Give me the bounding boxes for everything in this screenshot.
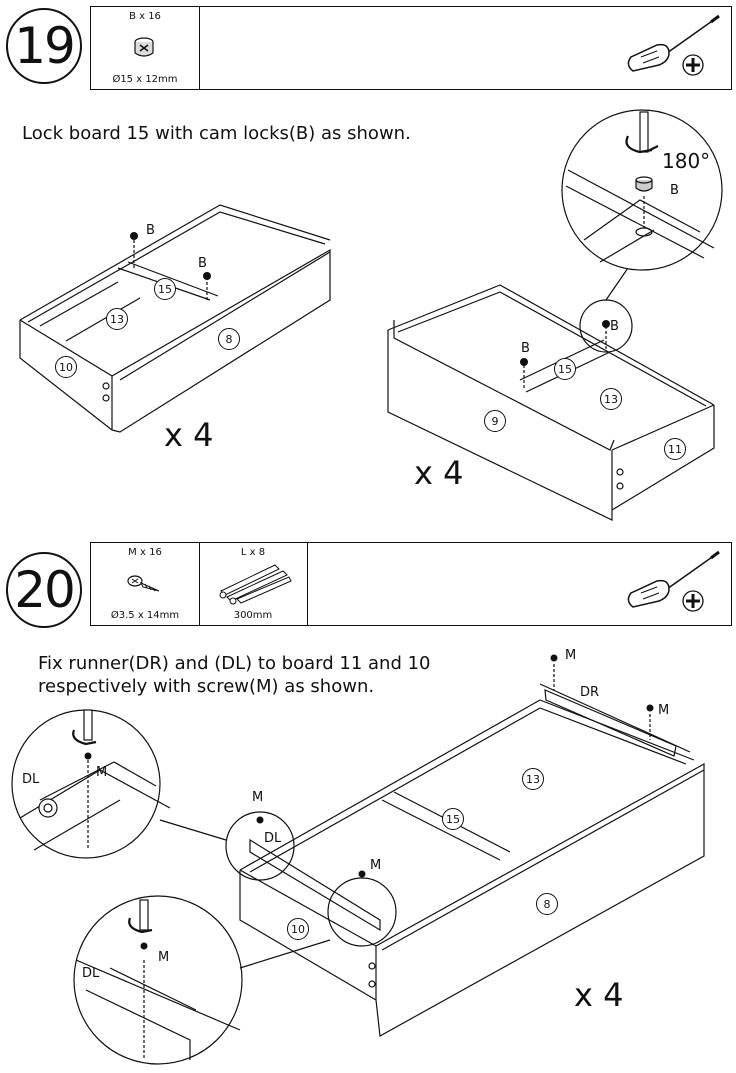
screw-icon [127, 575, 160, 592]
board-10: 10 [287, 918, 309, 940]
label-dr: DR [580, 685, 600, 700]
board-13: 13 [522, 768, 544, 790]
label-b-2: B [198, 256, 207, 271]
label-b-zoom: B [670, 183, 679, 198]
board-11: 11 [664, 438, 686, 460]
step-20-instruction-line-1: Fix runner(DR) and (DL) to board 11 and … [38, 653, 431, 674]
multiplier-left: x 4 [164, 416, 214, 454]
part-cell-runner: L x 8 300mm [199, 543, 308, 625]
step-19-parts-box: B x 16 Ø15 x 12mm [90, 6, 732, 90]
step-19-instruction: Lock board 15 with cam locks(B) as shown… [22, 123, 411, 144]
step-19-drawings [19, 109, 723, 521]
board-9: 9 [484, 410, 506, 432]
zoom-bubble-dl-bottom [73, 895, 331, 1065]
drawer-runner-icon [219, 564, 292, 605]
part-qty-m: M x 16 [128, 547, 162, 558]
multiplier: x 4 [574, 976, 624, 1014]
label-b-3: B [521, 341, 530, 356]
label-m-5: M [370, 858, 382, 873]
step-19-number: 19 [6, 8, 82, 84]
part-cell-screw: M x 16 Ø3.5 x 14mm [91, 543, 200, 625]
part-qty: B x 16 [129, 11, 161, 22]
left-drawer-drawing [19, 204, 331, 433]
label-dl-3: DL [82, 966, 100, 981]
part-size-m: Ø3.5 x 14mm [110, 610, 180, 621]
board-8: 8 [218, 328, 240, 350]
label-b-4: B [610, 319, 619, 334]
cam-lock-icon [134, 37, 154, 57]
drawer-with-runners-drawing [225, 664, 705, 1037]
label-m-4: M [252, 790, 264, 805]
zoom-bubble-cam [561, 109, 723, 271]
part-size: Ø15 x 12mm [112, 74, 178, 85]
label-dl-1: DL [22, 772, 40, 787]
label-m-2: M [658, 703, 670, 718]
part-size-l: 300mm [233, 610, 273, 621]
board-10-left: 10 [55, 356, 77, 378]
screwdriver-icon [627, 550, 720, 612]
board-15-left: 15 [154, 278, 176, 300]
label-dl-2: DL [264, 831, 282, 846]
label-m-1: M [565, 648, 577, 663]
right-drawer-drawing [387, 267, 715, 521]
board-13-left: 13 [106, 308, 128, 330]
step-20-parts-box: M x 16 Ø3.5 x 14mm L x 8 300mm [90, 542, 732, 626]
screwdriver-icon [627, 14, 720, 76]
zoom-bubble-dl-top [11, 709, 227, 859]
step-20-number: 20 [6, 552, 82, 628]
label-m-6: M [158, 950, 170, 965]
part-cell-cam-lock: B x 16 Ø15 x 12mm [91, 7, 200, 89]
board-15: 15 [442, 808, 464, 830]
board-13-right: 13 [600, 388, 622, 410]
label-b-1: B [146, 223, 155, 238]
step-20-instruction-line-2: respectively with screw(M) as shown. [38, 676, 375, 697]
part-qty-l: L x 8 [240, 547, 266, 558]
cam-lock-marks [130, 232, 610, 366]
board-15-right: 15 [554, 358, 576, 380]
screw-marks [84, 654, 654, 950]
label-m-3: M [96, 765, 108, 780]
rotation-label: 180° [662, 149, 711, 173]
board-8: 8 [536, 893, 558, 915]
multiplier-right: x 4 [414, 454, 464, 492]
